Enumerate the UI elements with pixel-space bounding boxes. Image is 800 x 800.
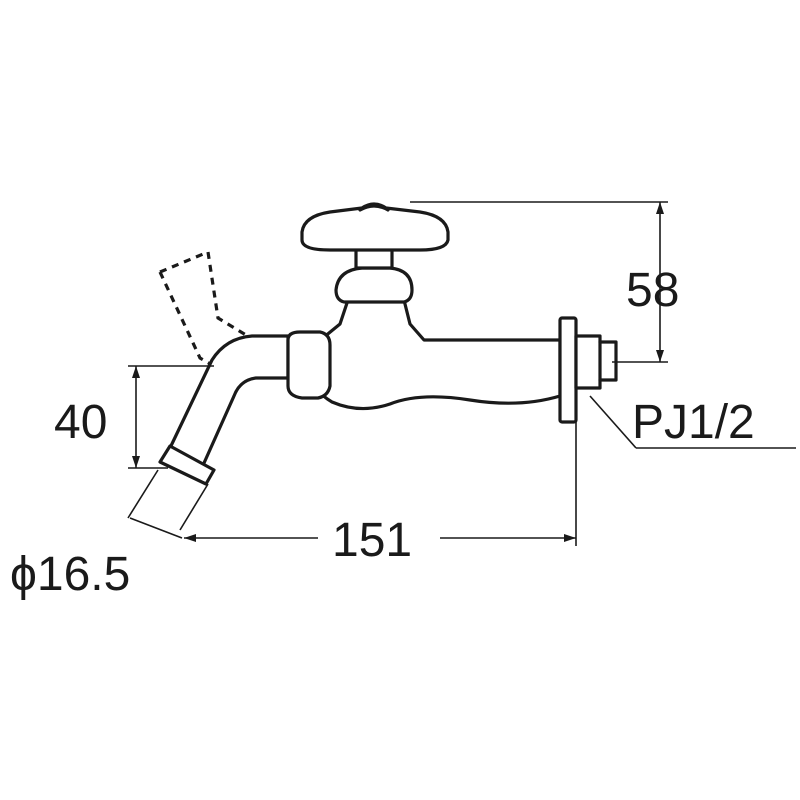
dimension-151: 151 <box>184 422 577 567</box>
dimension-151-label: 151 <box>332 514 412 567</box>
spout <box>158 334 290 486</box>
alternate-spout-position <box>158 249 247 382</box>
joint-nut <box>286 330 332 400</box>
thread-label: PJ1/2 <box>632 396 755 449</box>
dimension-40: 40 <box>54 365 214 469</box>
thread-callout: PJ1/2 <box>589 395 796 449</box>
valve-bonnet <box>334 266 414 304</box>
faucet-body <box>158 202 618 486</box>
main-body <box>316 298 562 411</box>
dimension-outlet-diameter-label: ϕ16.5 <box>10 548 130 601</box>
handle-cap <box>358 204 390 212</box>
handle <box>300 202 450 252</box>
dimension-40-label: 40 <box>54 396 107 449</box>
rear-connector <box>558 316 618 424</box>
dimension-outlet-diameter: ϕ16.5 <box>10 469 209 601</box>
dimension-58: 58 <box>410 201 679 363</box>
dimension-58-label: 58 <box>626 264 679 317</box>
